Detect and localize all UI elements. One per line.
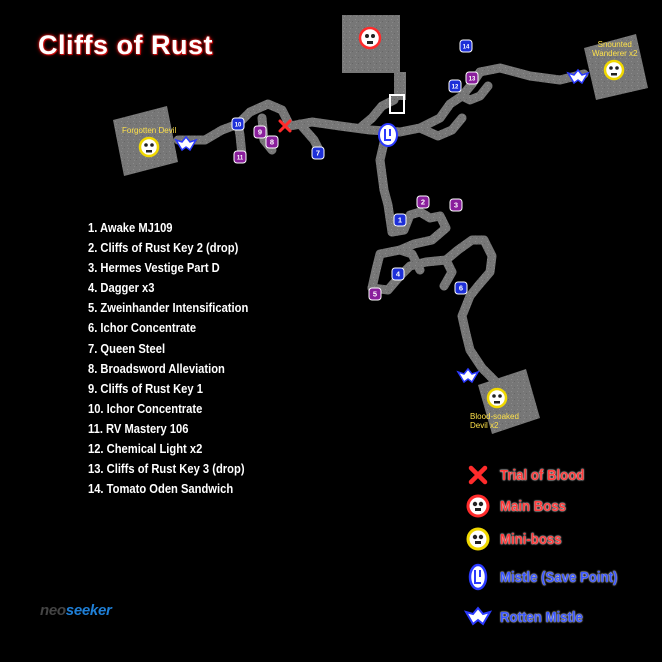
- item-marker-10: 10: [231, 117, 245, 131]
- item-marker-number: 2: [421, 198, 425, 207]
- forgotten-devil-label: Forgotten Devil: [122, 126, 177, 135]
- legend-row-mini-boss: Mini-boss: [460, 524, 570, 554]
- item-marker-number: 9: [258, 128, 262, 137]
- item-marker-14: 14: [459, 39, 473, 53]
- corridor: [475, 63, 589, 85]
- item-marker-number: 13: [469, 77, 476, 83]
- item-entry: 3. Hermes Vestige Part D: [88, 260, 220, 276]
- item-marker-number: 3: [454, 201, 458, 210]
- mini-boss-icon: [486, 387, 508, 409]
- item-marker-number: 5: [373, 290, 377, 299]
- corridor: [439, 255, 457, 291]
- item-list: 1. Awake MJ109 2. Cliffs of Rust Key 2 (d…: [88, 218, 274, 499]
- mistle-icon: [468, 563, 488, 591]
- corridor: [415, 113, 467, 141]
- rotten-mistle-icon: [174, 135, 198, 152]
- neoseeker-logo: neoseeker: [40, 602, 112, 619]
- item-entry: 7. Queen Steel: [88, 340, 166, 356]
- mini-boss-icon: [138, 136, 160, 158]
- item-marker-9: 9: [253, 125, 267, 139]
- trial-of-blood-icon: [468, 465, 488, 485]
- item-marker-11: 11: [233, 150, 247, 164]
- item-marker-13: 13: [465, 71, 479, 85]
- trial-of-blood-icon: [278, 119, 292, 133]
- item-marker-12: 12: [448, 79, 462, 93]
- main-boss-icon: [358, 26, 382, 50]
- page-title: Cliffs of Rust: [38, 30, 213, 60]
- item-marker-number: 4: [396, 270, 401, 279]
- item-marker-number: 14: [463, 45, 470, 51]
- item-marker-7: 7: [311, 146, 325, 160]
- legend-row-rotten-mistle: Rotten Mistle: [460, 602, 594, 632]
- main-boss-icon: [466, 494, 490, 518]
- snounted-wanderer-label: Snounted Wanderer x2: [592, 40, 638, 58]
- item-marker-number: 12: [452, 85, 459, 91]
- rotten-mistle-icon: [566, 68, 590, 85]
- legend-row-trial: Trial of Blood: [460, 460, 596, 490]
- item-entry: 14. Tomato Oden Sandwich: [88, 481, 234, 497]
- item-entry: 13. Cliffs of Rust Key 3 (drop): [88, 461, 245, 477]
- item-entry: 9. Cliffs of Rust Key 1: [88, 380, 203, 396]
- legend-row-mistle: Mistle (Save Point): [460, 562, 633, 592]
- item-marker-5: 5: [368, 287, 382, 301]
- legend-label: Main Boss: [500, 497, 567, 515]
- item-marker-8: 8: [265, 135, 279, 149]
- item-marker-4: 4: [391, 267, 405, 281]
- item-marker-1: 1: [393, 213, 407, 227]
- item-marker-number: 6: [459, 284, 463, 293]
- item-marker-number: 1: [398, 216, 402, 225]
- corridor: [367, 235, 501, 387]
- legend-label: Mini-boss: [500, 530, 562, 548]
- legend-label: Trial of Blood: [500, 466, 585, 484]
- rotten-mistle-icon: [464, 606, 492, 626]
- corridor: [457, 81, 493, 105]
- item-marker-6: 6: [454, 281, 468, 295]
- corridor: [395, 245, 425, 275]
- item-entry: 4. Dagger x3: [88, 280, 155, 296]
- corridor: [367, 207, 451, 293]
- item-marker-number: 8: [270, 138, 274, 147]
- corridor: [233, 67, 485, 137]
- legend-label: Mistle (Save Point): [500, 568, 618, 586]
- item-marker-number: 7: [316, 149, 320, 158]
- legend-row-main-boss: Main Boss: [460, 491, 575, 521]
- item-entry: 6. Ichor Concentrate: [88, 320, 197, 336]
- item-marker-3: 3: [449, 198, 463, 212]
- mistle-icon: [378, 123, 398, 147]
- item-entry: 5. Zweinhander Intensification: [88, 300, 249, 316]
- corridor: [375, 129, 397, 237]
- rotten-mistle-icon: [456, 367, 480, 384]
- logo-prefix: neo: [40, 602, 66, 619]
- logo-suffix: seeker: [65, 602, 112, 619]
- corridor: [394, 72, 406, 100]
- corridor: [173, 119, 247, 160]
- item-marker-2: 2: [416, 195, 430, 209]
- item-entry: 12. Chemical Light x2: [88, 441, 203, 457]
- door-icon: [389, 94, 405, 114]
- item-marker-number: 10: [235, 123, 242, 129]
- legend: Trial of Blood Main Boss Mini-boss: [460, 460, 660, 640]
- item-entry: 2. Cliffs of Rust Key 2 (drop): [88, 240, 239, 256]
- item-entry: 1. Awake MJ109: [88, 220, 173, 235]
- mini-boss-icon: [603, 59, 625, 81]
- item-entry: 10. Ichor Concentrate: [88, 400, 203, 416]
- corridor: [355, 95, 399, 133]
- item-entry: 8. Broadsword Alleviation: [88, 360, 225, 376]
- mini-boss-icon: [466, 527, 490, 551]
- blood-soaked-devil-label: Blood-soaked Devil x2: [470, 412, 519, 430]
- item-marker-number: 11: [237, 156, 244, 162]
- item-entry: 11. RV Mastery 106: [88, 420, 189, 436]
- legend-label: Rotten Mistle: [500, 608, 583, 626]
